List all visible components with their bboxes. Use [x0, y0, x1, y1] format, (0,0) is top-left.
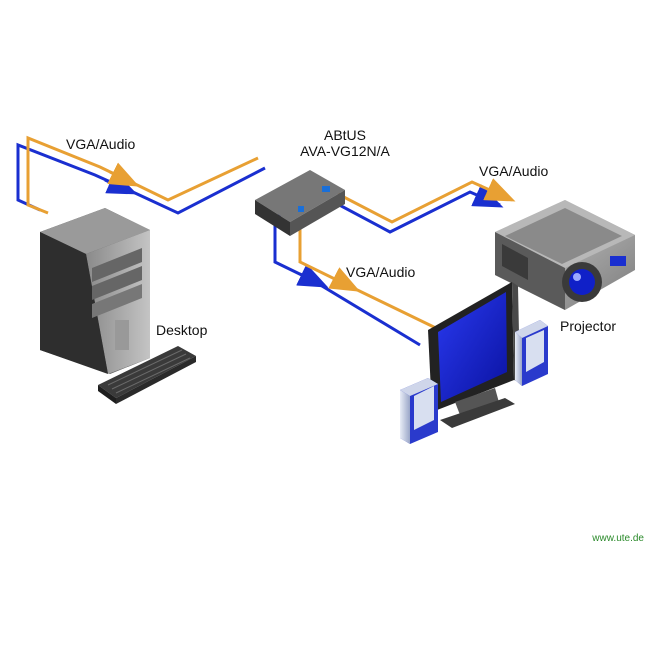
audio-cable-desktop-switch	[26, 135, 259, 215]
site-credit: www.ute.de	[592, 533, 644, 544]
projector-icon	[495, 200, 635, 310]
cable-desktop-to-switch	[16, 135, 266, 215]
av-switch-icon	[255, 170, 345, 236]
desktop-tower-icon	[40, 208, 150, 374]
cable-label-desktop: VGA/Audio	[66, 136, 136, 152]
projector-label: Projector	[560, 318, 617, 334]
desktop-label: Desktop	[156, 322, 208, 338]
cable-label-monitor: VGA/Audio	[346, 264, 416, 280]
cable-label-projector: VGA/Audio	[479, 163, 549, 179]
speaker-right-icon	[515, 320, 548, 386]
vga-cable-desktop-switch	[16, 142, 266, 215]
cable-switch-to-projector	[329, 178, 516, 234]
switch-label-brand: ABtUS	[323, 127, 366, 143]
keyboard-icon	[98, 346, 196, 404]
switch-label-model: AVA-VG12N/A	[300, 143, 390, 159]
lcd-monitor-icon	[428, 282, 520, 428]
speaker-left-icon	[400, 378, 438, 444]
